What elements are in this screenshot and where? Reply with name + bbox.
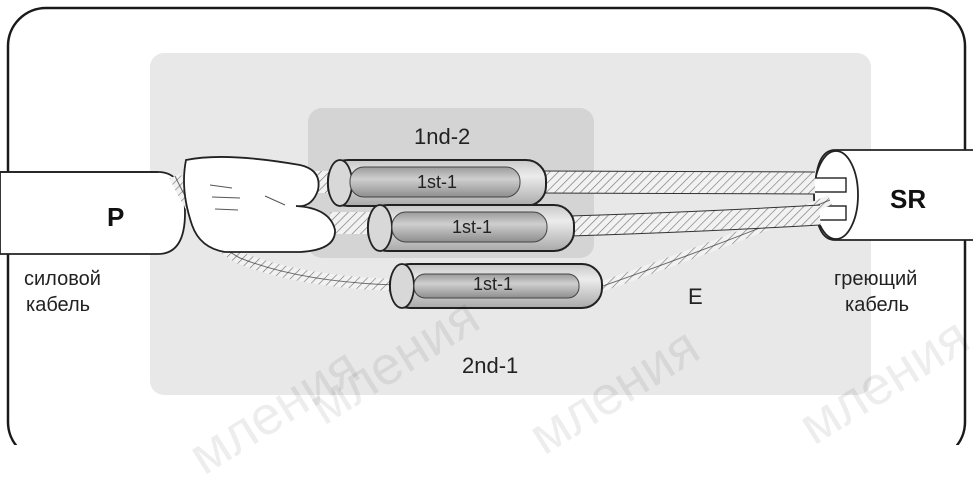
splice-diagram: мления мления мления мления 1nd-2 2nd-1 … <box>0 6 973 486</box>
left-cable-sheath <box>0 171 186 255</box>
left-cable-caption-2: кабель <box>26 294 91 316</box>
left-cable-caption-1: силовой <box>24 268 101 290</box>
left-cable-code: P <box>107 202 125 232</box>
conductor-lower-right <box>569 205 821 236</box>
sleeve-lower <box>389 263 603 309</box>
inner-zone-label: 1nd-2 <box>414 124 471 149</box>
breakout-glove <box>183 156 336 253</box>
diagram-canvas <box>0 6 973 462</box>
earth-label: E <box>688 284 703 309</box>
right-cable-caption-2: кабель <box>845 294 910 316</box>
sleeve-upper <box>327 159 547 207</box>
sleeve-label-upper: 1st-1 <box>417 172 458 192</box>
sleeve-middle <box>367 204 575 252</box>
sleeve-label-middle: 1st-1 <box>452 217 493 237</box>
right-cable-code: SR <box>890 184 927 214</box>
conductor-upper-right <box>539 171 816 194</box>
right-cable-caption-1: греющий <box>834 268 918 290</box>
sleeve-label-lower: 1st-1 <box>473 274 514 294</box>
outer-zone-label: 2nd-1 <box>462 353 519 378</box>
